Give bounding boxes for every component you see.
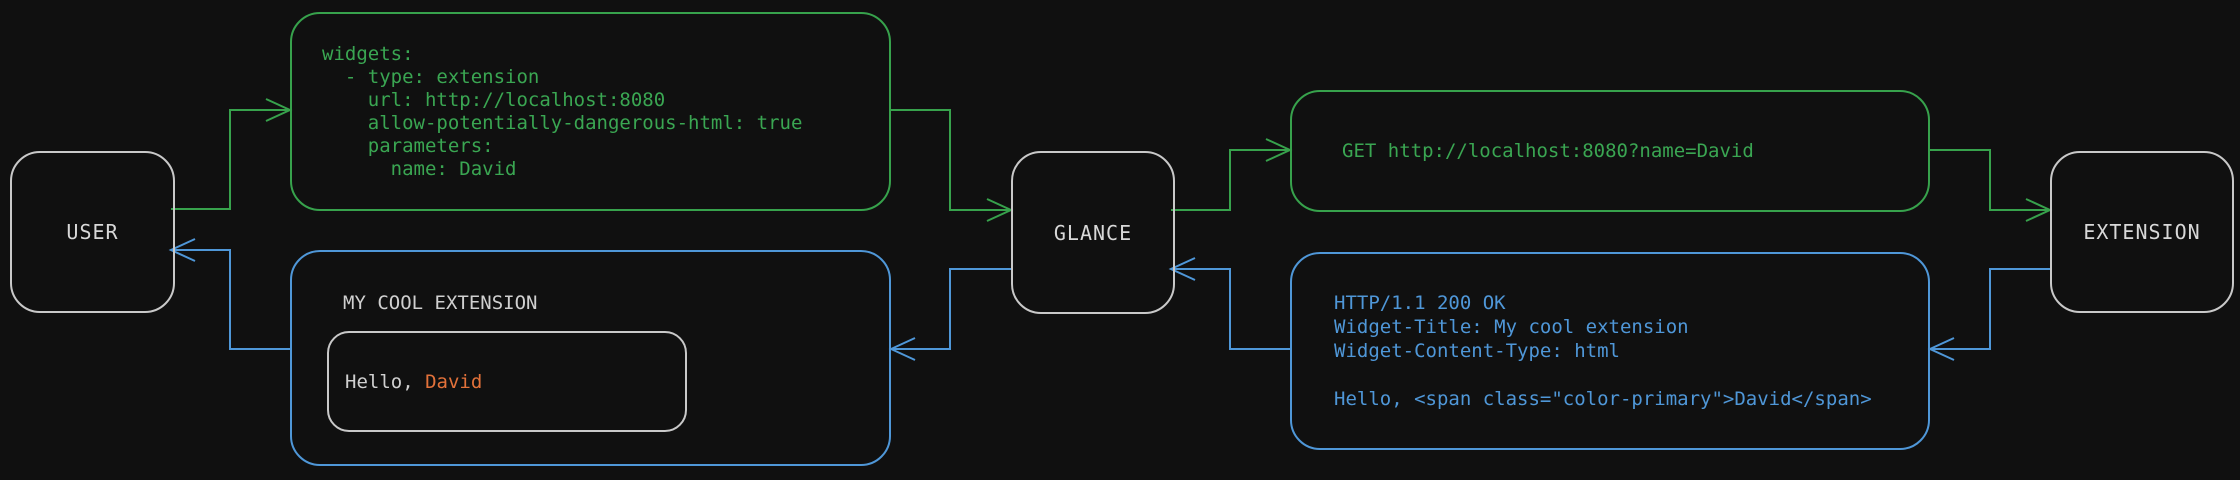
- response-line: Hello, <span class="color-primary">David…: [1334, 388, 1872, 410]
- node-glance-label: GLANCE: [1053, 220, 1133, 245]
- node-user: USER: [10, 151, 175, 313]
- response-line-blank: [1334, 363, 1928, 387]
- widget-content-frame: Hello, David: [327, 331, 687, 432]
- config-line: allow-potentially-dangerous-html: true: [322, 111, 803, 134]
- arrowhead-widget-to-user: [168, 238, 196, 262]
- http-request-box: GET http://localhost:8080?name=David: [1290, 90, 1930, 212]
- config-yaml-code: widgets: - type: extension url: http://l…: [292, 14, 889, 209]
- arrowhead-glance-to-widget: [888, 337, 916, 361]
- widget-greeting: Hello, David: [329, 371, 482, 393]
- http-response-code: HTTP/1.1 200 OK Widget-Title: My cool ex…: [1292, 254, 1928, 448]
- arrowhead-extension-to-response: [1927, 337, 1955, 361]
- arrow-response-to-glance: [1171, 268, 1290, 350]
- http-response-box: HTTP/1.1 200 OK Widget-Title: My cool ex…: [1290, 252, 1930, 450]
- arrow-config-to-glance: [891, 109, 1011, 211]
- arrow-widget-to-user: [171, 249, 290, 350]
- http-request-code: GET http://localhost:8080?name=David: [1292, 92, 1928, 210]
- config-line: name: David: [322, 157, 517, 180]
- arrow-request-to-extension: [1930, 149, 2050, 211]
- response-line: Widget-Content-Type: html: [1334, 340, 1620, 362]
- config-yaml-box: widgets: - type: extension url: http://l…: [290, 12, 891, 211]
- node-user-label: USER: [66, 220, 119, 244]
- node-extension-label: EXTENSION: [2083, 220, 2201, 244]
- greeting-prefix: Hello,: [345, 370, 426, 393]
- arrow-extension-to-response: [1930, 268, 2050, 350]
- arrow-glance-to-request: [1171, 149, 1290, 211]
- rendered-widget-box: MY COOL EXTENSION Hello, David: [290, 250, 891, 466]
- config-line: url: http://localhost:8080: [322, 88, 666, 111]
- greeting-name: David: [425, 370, 483, 393]
- arrow-glance-to-widget: [891, 268, 1011, 350]
- node-glance: GLANCE: [1011, 151, 1175, 314]
- config-line: widgets:: [322, 42, 414, 65]
- http-request-line: GET http://localhost:8080?name=David: [1342, 139, 1754, 162]
- response-line: Widget-Title: My cool extension: [1334, 316, 1689, 338]
- arrow-user-to-config: [171, 109, 290, 210]
- widget-title: MY COOL EXTENSION: [343, 292, 538, 314]
- node-extension: EXTENSION: [2050, 151, 2234, 313]
- arrowhead-response-to-glance: [1168, 257, 1196, 281]
- config-line: parameters:: [322, 134, 494, 157]
- response-line: HTTP/1.1 200 OK: [1334, 292, 1506, 314]
- config-line: - type: extension: [322, 65, 540, 88]
